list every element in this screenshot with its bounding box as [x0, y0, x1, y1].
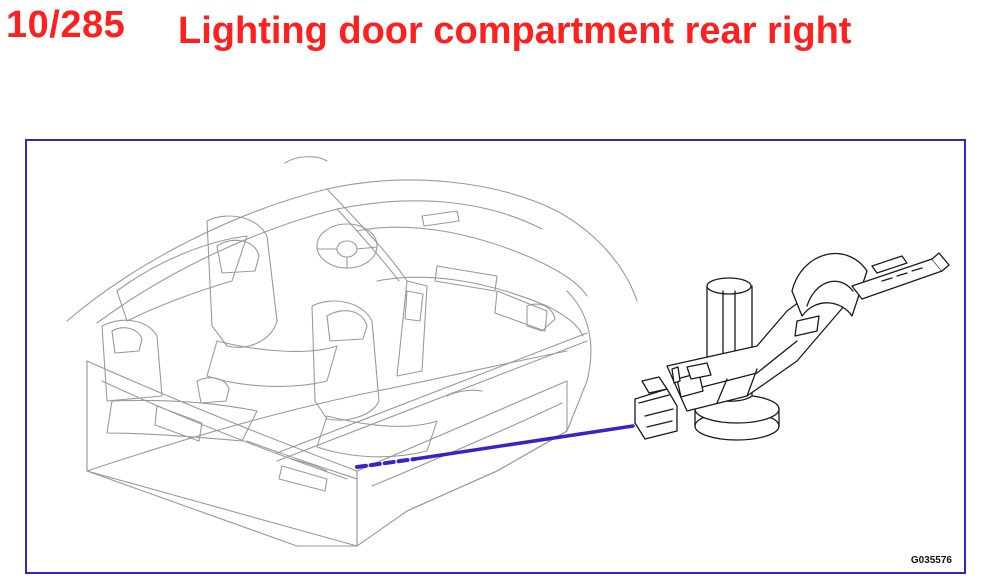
holder-arm-square	[794, 315, 820, 337]
holder-rib-3	[746, 368, 758, 397]
rear-seat-headrest	[111, 327, 143, 354]
dashboard-lower	[376, 276, 584, 337]
door-seam-2	[276, 340, 588, 462]
car-front-line	[406, 290, 592, 512]
passenger-seat-cushion	[316, 415, 438, 458]
front-door-handle	[446, 389, 483, 397]
title-block: 10/285 Lighting door compartment rear ri…	[0, 0, 981, 130]
console-screen	[404, 290, 424, 322]
a-pillar-inner	[336, 208, 400, 282]
rear-door-handle	[291, 458, 328, 472]
rear-door-armrest	[246, 440, 358, 480]
clip-post	[671, 366, 681, 384]
interior-mirror	[421, 210, 460, 227]
car-sill-line	[86, 360, 358, 547]
driver-seat-back	[206, 215, 278, 348]
connector-tab-top	[871, 255, 908, 274]
side-mirror	[526, 303, 556, 332]
rear-seat-back	[101, 319, 163, 402]
dashboard-top	[356, 226, 588, 297]
front-door-trim	[371, 402, 563, 487]
leader-line	[355, 424, 635, 469]
door-seam	[276, 332, 588, 454]
roof-handle	[284, 156, 328, 164]
driver-seat-headrest	[216, 239, 260, 274]
leader-line-solid	[413, 424, 635, 461]
rear-side-window	[116, 235, 248, 322]
holder-rib-2	[716, 378, 728, 404]
figure-code: G035576	[910, 555, 952, 566]
left-clip-detail	[638, 394, 674, 428]
rear-door-pocket	[154, 405, 203, 442]
holder-rib-1	[686, 340, 798, 392]
clip-box-3	[686, 362, 712, 380]
a-pillar	[326, 188, 408, 282]
rear-door-trim	[101, 380, 348, 480]
dashboard-vent	[434, 265, 498, 292]
leader-line-dashed	[355, 457, 417, 469]
dashboard-glovebox	[494, 290, 548, 332]
figure-frame: G035576	[25, 139, 966, 574]
lamp-base-side	[694, 408, 780, 427]
passenger-seat-back	[311, 300, 380, 421]
rear-seat-headrest-right	[196, 377, 230, 404]
door-lamp-recess	[278, 465, 328, 492]
left-clip-block	[634, 388, 678, 440]
lamp-holder-part	[634, 252, 950, 441]
steering-spokes	[316, 246, 378, 269]
left-clip-top	[641, 376, 668, 394]
car-floor-line	[86, 350, 568, 472]
illustration	[66, 156, 950, 547]
center-console	[396, 280, 428, 377]
lamp-tube-top	[706, 277, 752, 295]
passenger-seat-headrest	[326, 310, 368, 342]
page-number: 10/285	[6, 4, 126, 46]
rear-seat-cushion	[106, 399, 258, 442]
car-roof-line	[66, 179, 638, 322]
connector-notches	[881, 267, 923, 282]
holder-arm-inner	[806, 280, 854, 307]
page-title: Lighting door compartment rear right	[178, 10, 852, 52]
rear-door-panel	[86, 360, 358, 547]
car-interior-drawing	[66, 156, 638, 547]
steering-hub	[336, 240, 358, 258]
connector-end	[931, 252, 950, 272]
driver-seat-cushion	[206, 340, 338, 387]
